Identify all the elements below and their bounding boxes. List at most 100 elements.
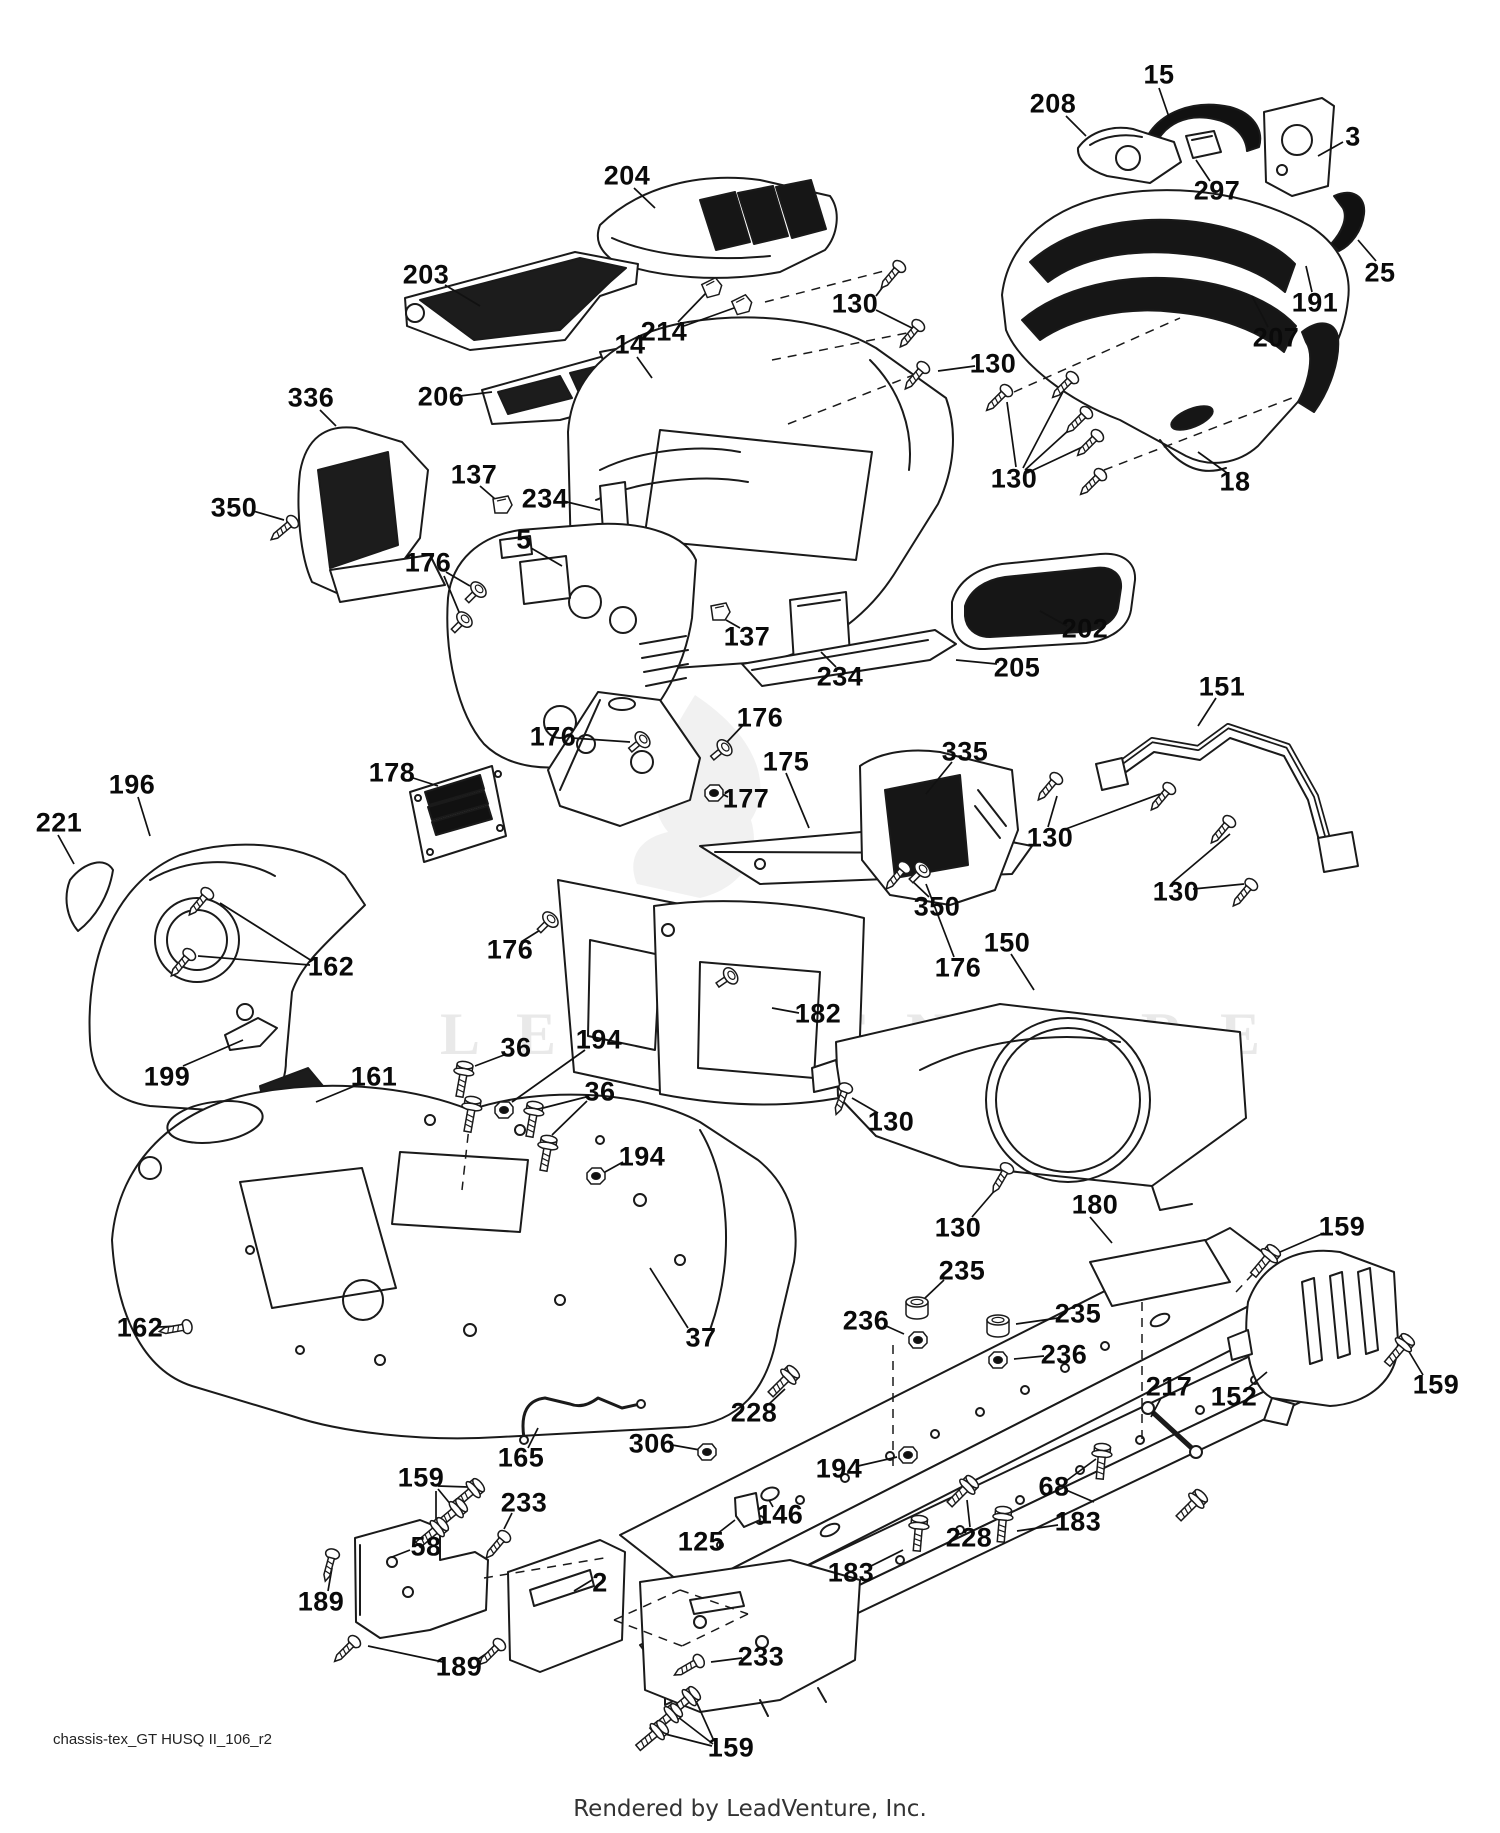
part-side-grille-202: [951, 552, 1137, 651]
callout-line: [1197, 697, 1217, 727]
callout-line: [182, 1039, 244, 1067]
part-label-125: 125: [677, 1526, 725, 1557]
callout-line: [679, 1589, 749, 1615]
part-fender-37: [111, 1084, 797, 1440]
part-label-228: 228: [945, 1522, 993, 1553]
callout-line: [409, 776, 439, 787]
callout-line: [768, 1499, 774, 1508]
callout-line: [613, 1619, 683, 1647]
part-label-217: 217: [1145, 1371, 1193, 1402]
part-vent-plate-178: [409, 765, 507, 863]
part-label-335: 335: [941, 736, 989, 767]
callout-line: [1016, 1524, 1059, 1532]
part-label-130: 130: [867, 1106, 915, 1137]
part-label-234: 234: [521, 483, 569, 514]
callout-line: [443, 575, 460, 613]
callout-line: [511, 1049, 586, 1103]
part-label-189: 189: [297, 1586, 345, 1617]
callout-line: [1158, 87, 1171, 121]
part-label-350: 350: [913, 891, 961, 922]
callout-line: [1013, 1355, 1045, 1360]
part-label-236: 236: [842, 1305, 890, 1336]
part-label-68: 68: [1038, 1471, 1070, 1502]
callout-line: [613, 1589, 681, 1621]
callout-line: [1065, 1458, 1097, 1482]
part-label-336: 336: [287, 382, 335, 413]
callout-line: [1062, 793, 1161, 831]
callout-line: [925, 883, 955, 958]
part-label-194: 194: [618, 1141, 666, 1172]
part-label-205: 205: [993, 652, 1041, 683]
part-clip-297: [1185, 130, 1222, 159]
part-bracket-2: [507, 1539, 861, 1717]
callout-line: [1279, 1232, 1325, 1253]
callout-line: [252, 510, 285, 521]
callout-line: [966, 1499, 971, 1528]
callout-line: [726, 722, 746, 743]
part-label-214: 214: [640, 316, 688, 347]
part-label-152: 152: [1210, 1381, 1258, 1412]
part-fender-console-196: [88, 843, 366, 1113]
part-label-235: 235: [938, 1255, 986, 1286]
callout-line: [1103, 397, 1293, 471]
part-label-36: 36: [500, 1032, 532, 1063]
callout-line: [474, 1054, 505, 1067]
part-label-235: 235: [1054, 1298, 1102, 1329]
callout-line: [542, 1096, 587, 1109]
part-label-203: 203: [402, 259, 450, 290]
part-label-159: 159: [707, 1732, 755, 1763]
part-duct-336: [297, 426, 446, 603]
drawing-id-text: chassis-tex_GT HUSQ II_106_r2: [53, 1731, 272, 1748]
part-label-176: 176: [529, 721, 577, 752]
callout-line: [573, 1579, 593, 1592]
callout-line: [503, 1512, 513, 1530]
part-label-130: 130: [1026, 822, 1074, 853]
part-label-183: 183: [1054, 1506, 1102, 1537]
part-label-306: 306: [628, 1428, 676, 1459]
part-label-159: 159: [1318, 1211, 1366, 1242]
part-label-191: 191: [1291, 287, 1339, 318]
callout-line: [1015, 1317, 1059, 1325]
callout-line: [820, 651, 837, 668]
callout-line: [1047, 795, 1058, 828]
callout-line: [437, 1485, 469, 1488]
callout-line: [937, 365, 976, 372]
part-label-15: 15: [1143, 59, 1175, 90]
part-label-25: 25: [1364, 257, 1396, 288]
callout-line: [1065, 1489, 1095, 1503]
callout-line: [1022, 385, 1067, 469]
part-label-130: 130: [934, 1212, 982, 1243]
part-label-202: 202: [1061, 613, 1109, 644]
part-label-206: 206: [417, 381, 465, 412]
callout-line: [562, 500, 601, 511]
callout-line: [925, 761, 953, 795]
part-label-236: 236: [1040, 1339, 1088, 1370]
part-label-234: 234: [816, 661, 864, 692]
part-label-177: 177: [722, 783, 770, 814]
callout-line: [391, 1549, 411, 1558]
part-label-14: 14: [614, 329, 646, 360]
part-label-150: 150: [983, 927, 1031, 958]
part-rod-151: [1095, 723, 1359, 873]
part-engine-plate-150: [811, 1003, 1247, 1211]
callout-line: [683, 307, 735, 327]
callout-line: [716, 1519, 736, 1535]
callout-line: [1317, 141, 1344, 157]
callout-line: [785, 772, 810, 829]
callout-line: [1013, 317, 1181, 393]
callout-line: [677, 292, 707, 323]
part-label-208: 208: [1029, 88, 1077, 119]
part-bumper-18: [1001, 189, 1350, 472]
callout-line: [1192, 883, 1245, 890]
callout-line: [1039, 610, 1068, 627]
callout-line: [636, 356, 653, 379]
callout-line: [923, 1279, 945, 1300]
callout-line: [445, 571, 471, 587]
part-label-37: 37: [685, 1322, 717, 1353]
part-label-183: 183: [827, 1557, 875, 1588]
part-bracket-assembly-177: [547, 691, 701, 827]
part-deflector-25: [1330, 191, 1366, 252]
part-label-207: 207: [1252, 322, 1300, 353]
